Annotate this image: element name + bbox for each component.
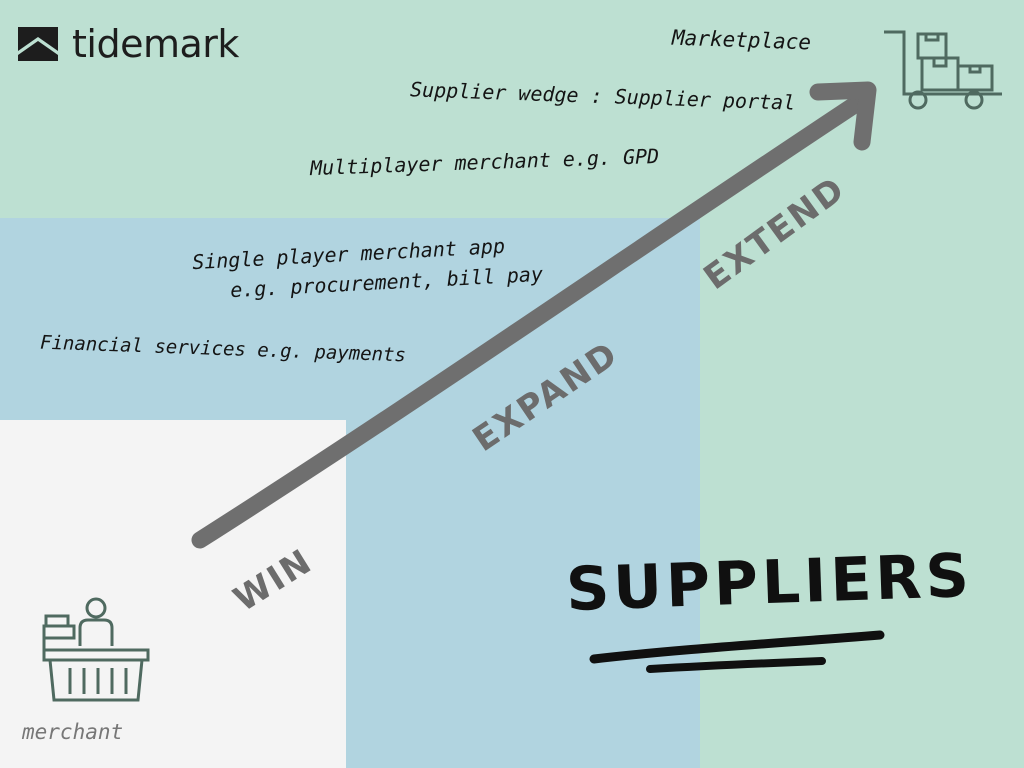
tidemark-logo-icon — [18, 27, 58, 61]
brand-logo: tidemark — [18, 22, 239, 66]
supplier-cart-icon — [884, 30, 1002, 110]
merchant-label: merchant — [22, 720, 124, 744]
suppliers-underline — [589, 630, 885, 673]
merchant-cashier-icon — [42, 597, 150, 702]
suppliers-title: SUPPLIERS — [564, 540, 974, 626]
brand-name: tidemark — [72, 22, 239, 66]
marketplace-note: Marketplace — [671, 25, 812, 55]
